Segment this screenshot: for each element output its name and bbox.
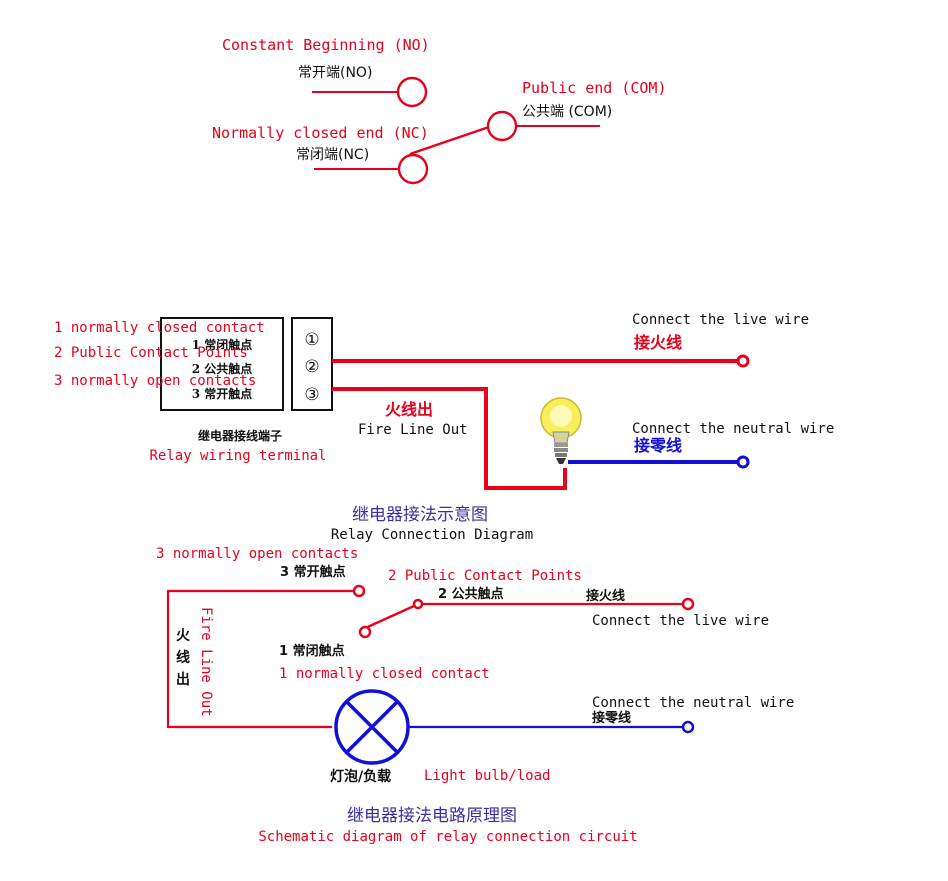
no-label-en: Constant Beginning (NO): [222, 36, 430, 54]
schematic-no-contact: [352, 584, 366, 598]
terminal-row-3-cn: 3 常开触点: [192, 386, 253, 401]
nc-label-en: Normally closed end (NC): [212, 124, 429, 142]
wiring-illustration: 1 常闭触点 2 公共触点 3 常开触点 ① ② ③ 1 normally cl…: [54, 312, 834, 543]
schematic-nc-label-en: 1 normally closed contact: [279, 666, 490, 682]
terminal-row-2-en: 2 Public Contact Points: [54, 345, 248, 361]
schematic-title-en: Schematic diagram of relay connection ci…: [258, 829, 637, 845]
no-terminal-circle: [396, 76, 428, 108]
terminal-number-1: ①: [304, 330, 319, 350]
schematic-switch-arm: [360, 604, 415, 632]
schematic-com-label-en: 2 Public Contact Points: [388, 568, 582, 584]
schematic-fire-out-label-en: Fire Line Out: [198, 607, 214, 717]
com-label-cn: 公共端 (COM): [522, 104, 612, 120]
schematic-fire-line-out: [166, 589, 355, 729]
terminal-row-1-en: 1 normally closed contact: [54, 320, 265, 336]
terminal-number-2: ②: [304, 357, 319, 377]
schematic-neutral-terminal: [681, 720, 695, 734]
wiring-title-cn: 继电器接法示意图: [352, 505, 488, 525]
terminal-caption-cn: 继电器接线端子: [198, 428, 282, 443]
fire-out-label-en: Fire Line Out: [358, 422, 468, 438]
schematic-live-terminal: [681, 597, 695, 611]
schematic-load-label-en: Light bulb/load: [424, 768, 550, 784]
lamp-load-icon: [334, 689, 410, 765]
com-label-en: Public end (COM): [522, 79, 667, 97]
schematic-live-label-en: Connect the live wire: [592, 613, 769, 629]
schematic-com-contact: [412, 598, 424, 610]
terminal-block: [291, 317, 333, 411]
nc-terminal-circle: [397, 153, 429, 185]
terminal-row-3-en: 3 normally open contacts: [54, 373, 256, 389]
terminal-label-box: [160, 317, 284, 411]
live-label-en: Connect the live wire: [632, 312, 809, 328]
switch-symbol-diagram: Constant Beginning (NO) 常开端(NO) Normally…: [212, 36, 667, 185]
switch-arm-line: [409, 125, 490, 156]
fire-line-out-wire: [332, 387, 567, 490]
schematic-fire-out-label-cn: 火 线 出: [176, 628, 195, 688]
neutral-label-cn: 接零线: [634, 436, 682, 455]
terminal-caption-en: Relay wiring terminal: [149, 448, 326, 464]
schematic-no-label-cn: 3 常开触点: [280, 564, 346, 580]
schematic-nc-contact: [358, 625, 372, 639]
schematic-diagram: 3 normally open contacts 3 常开触点 2 Public…: [156, 546, 794, 845]
neutral-wire-end-terminal: [736, 455, 750, 469]
light-bulb-icon: [540, 397, 582, 464]
schematic-neutral-label-cn: 接零线: [592, 710, 631, 726]
com-terminal-circle: [486, 110, 518, 142]
schematic-neutral-label-en: Connect the neutral wire: [592, 695, 794, 711]
schematic-nc-label-cn: 1 常闭触点: [279, 643, 345, 659]
schematic-live-label-cn: 接火线: [586, 588, 625, 604]
schematic-load-label-cn: 灯泡/负载: [330, 768, 391, 785]
live-wire-end-terminal: [736, 354, 750, 368]
schematic-no-label-en: 3 normally open contacts: [156, 546, 358, 562]
schematic-title-cn: 继电器接法电路原理图: [347, 806, 517, 826]
schematic-com-label-cn: 2 公共触点: [438, 586, 504, 602]
neutral-label-en: Connect the neutral wire: [632, 421, 834, 437]
wiring-title-en: Relay Connection Diagram: [331, 527, 533, 543]
terminal-number-3: ③: [304, 385, 319, 405]
terminal-row-1-cn: 1 常闭触点: [192, 337, 253, 352]
nc-label-cn: 常闭端(NC): [296, 147, 369, 163]
terminal-row-2-cn: 2 公共触点: [192, 361, 253, 376]
fire-out-label-cn: 火线出: [385, 400, 433, 419]
live-label-cn: 接火线: [634, 333, 682, 352]
no-label-cn: 常开端(NO): [298, 65, 372, 81]
